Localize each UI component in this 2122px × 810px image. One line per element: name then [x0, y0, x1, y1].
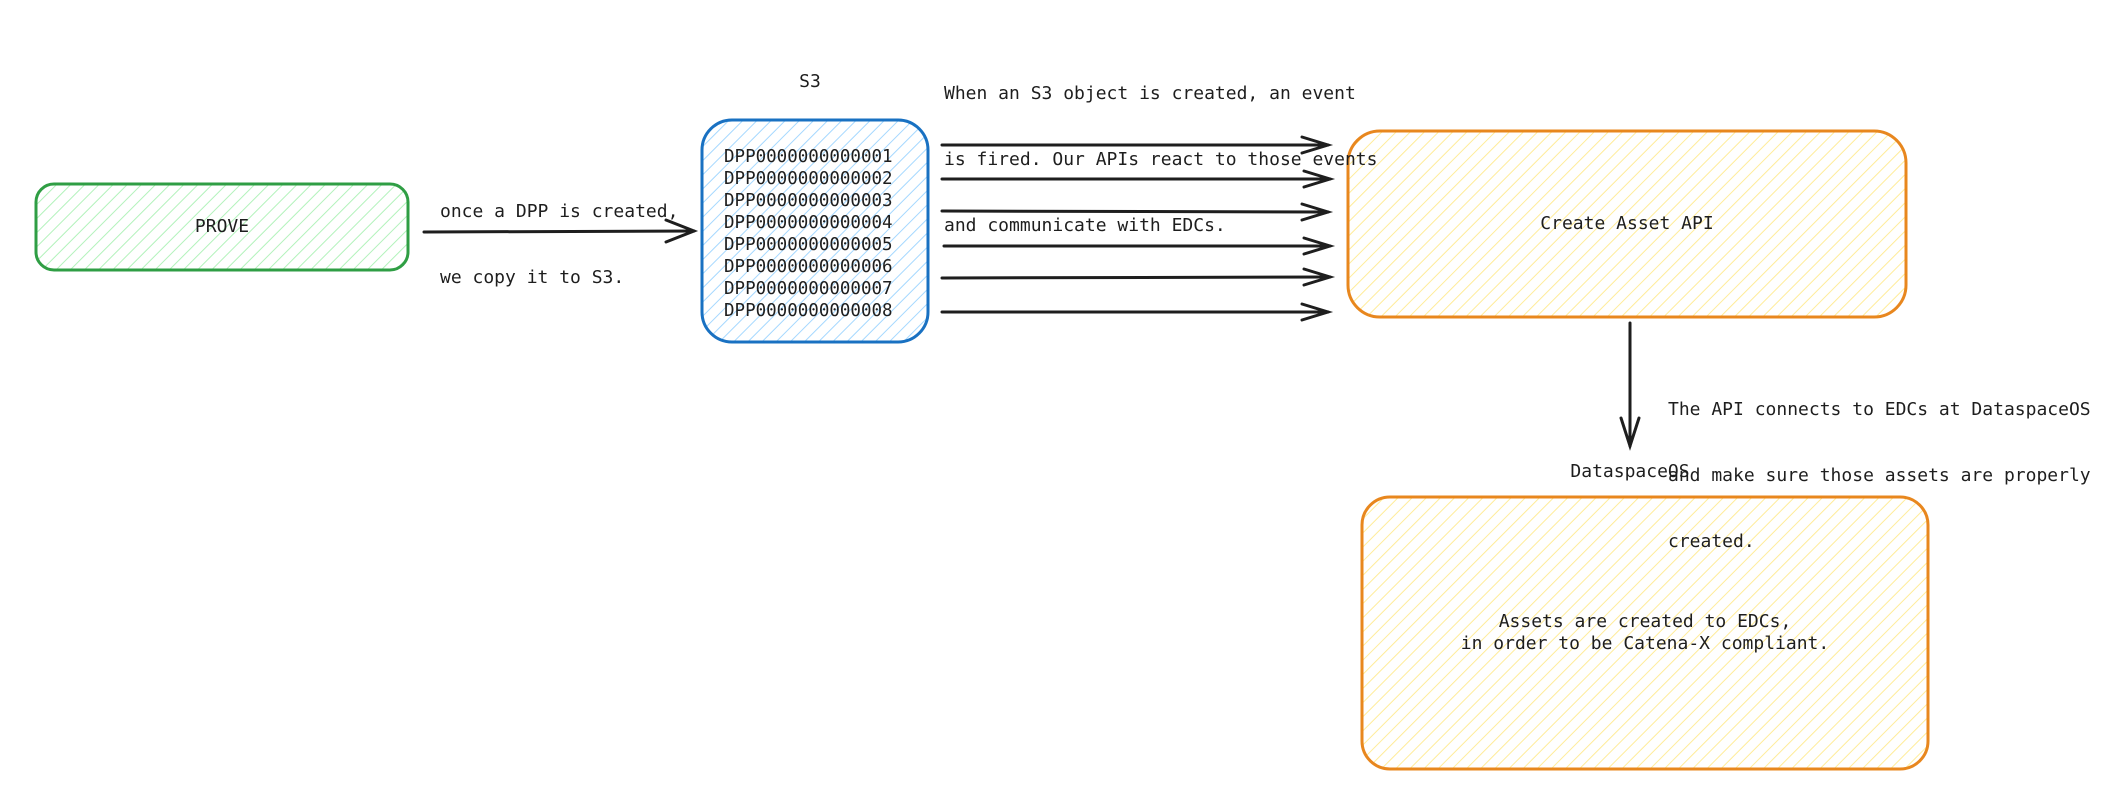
s3-object-item: DPP0000000000008	[724, 301, 893, 321]
event-note-line3: and communicate with EDCs.	[944, 215, 1226, 236]
s3-object-item: DPP0000000000002	[724, 169, 893, 189]
dataspaceos-body-line2: in order to be Catena-X compliant.	[1460, 633, 1830, 654]
prove-box[interactable]	[34, 182, 410, 272]
s3-object-item: DPP0000000000004	[724, 213, 893, 233]
s3-object-item: DPP0000000000003	[724, 191, 893, 211]
s3-object-list: DPP0000000000001 DPP0000000000002 DPP000…	[724, 146, 893, 322]
arrow-s3-to-api-2	[940, 169, 1336, 189]
copy-note: once a DPP is created, we copy it to S3.	[440, 157, 678, 311]
api-note: The API connects to EDCs at DataspaceOS …	[1668, 355, 2091, 575]
s3-title: S3	[799, 71, 821, 92]
dataspaceos-box[interactable]	[1360, 495, 1930, 771]
s3-object-item: DPP0000000000006	[724, 257, 893, 277]
arrow-s3-to-api-5	[940, 267, 1336, 287]
event-note-line2: is fired. Our APIs react to those events	[944, 149, 1378, 170]
arrow-s3-to-api-1	[940, 135, 1334, 155]
dataspaceos-title: DataspaceOS	[1570, 461, 1690, 482]
copy-note-line1: once a DPP is created,	[440, 201, 679, 222]
arrows-s3-to-api	[940, 135, 1336, 322]
api-note-line3: created.	[1668, 531, 1755, 552]
dataspaceos-body-line1: Assets are created to EDCs,	[1498, 611, 1792, 632]
event-note: When an S3 object is created, an event i…	[944, 39, 1377, 259]
event-note-line1: When an S3 object is created, an event	[944, 83, 1356, 104]
copy-note-line2: we copy it to S3.	[440, 267, 625, 288]
s3-object-item: DPP0000000000005	[724, 235, 893, 255]
s3-box[interactable]	[700, 118, 930, 344]
create-asset-api-box[interactable]	[1346, 129, 1908, 319]
api-note-line2: and make sure those assets are properly	[1668, 465, 2091, 486]
arrow-s3-to-api-4	[942, 236, 1336, 256]
arrow-api-to-dataspaceos	[1619, 321, 1641, 451]
arrow-s3-to-api-3	[940, 202, 1334, 222]
arrow-prove-to-s3	[422, 218, 699, 244]
api-note-line1: The API connects to EDCs at DataspaceOS	[1668, 399, 2091, 420]
s3-object-item: DPP0000000000001	[724, 147, 893, 167]
arrow-s3-to-api-6	[940, 302, 1334, 322]
create-asset-api-label: Create Asset API	[1540, 213, 1714, 234]
prove-label: PROVE	[194, 216, 250, 237]
s3-object-item: DPP0000000000007	[724, 279, 893, 299]
